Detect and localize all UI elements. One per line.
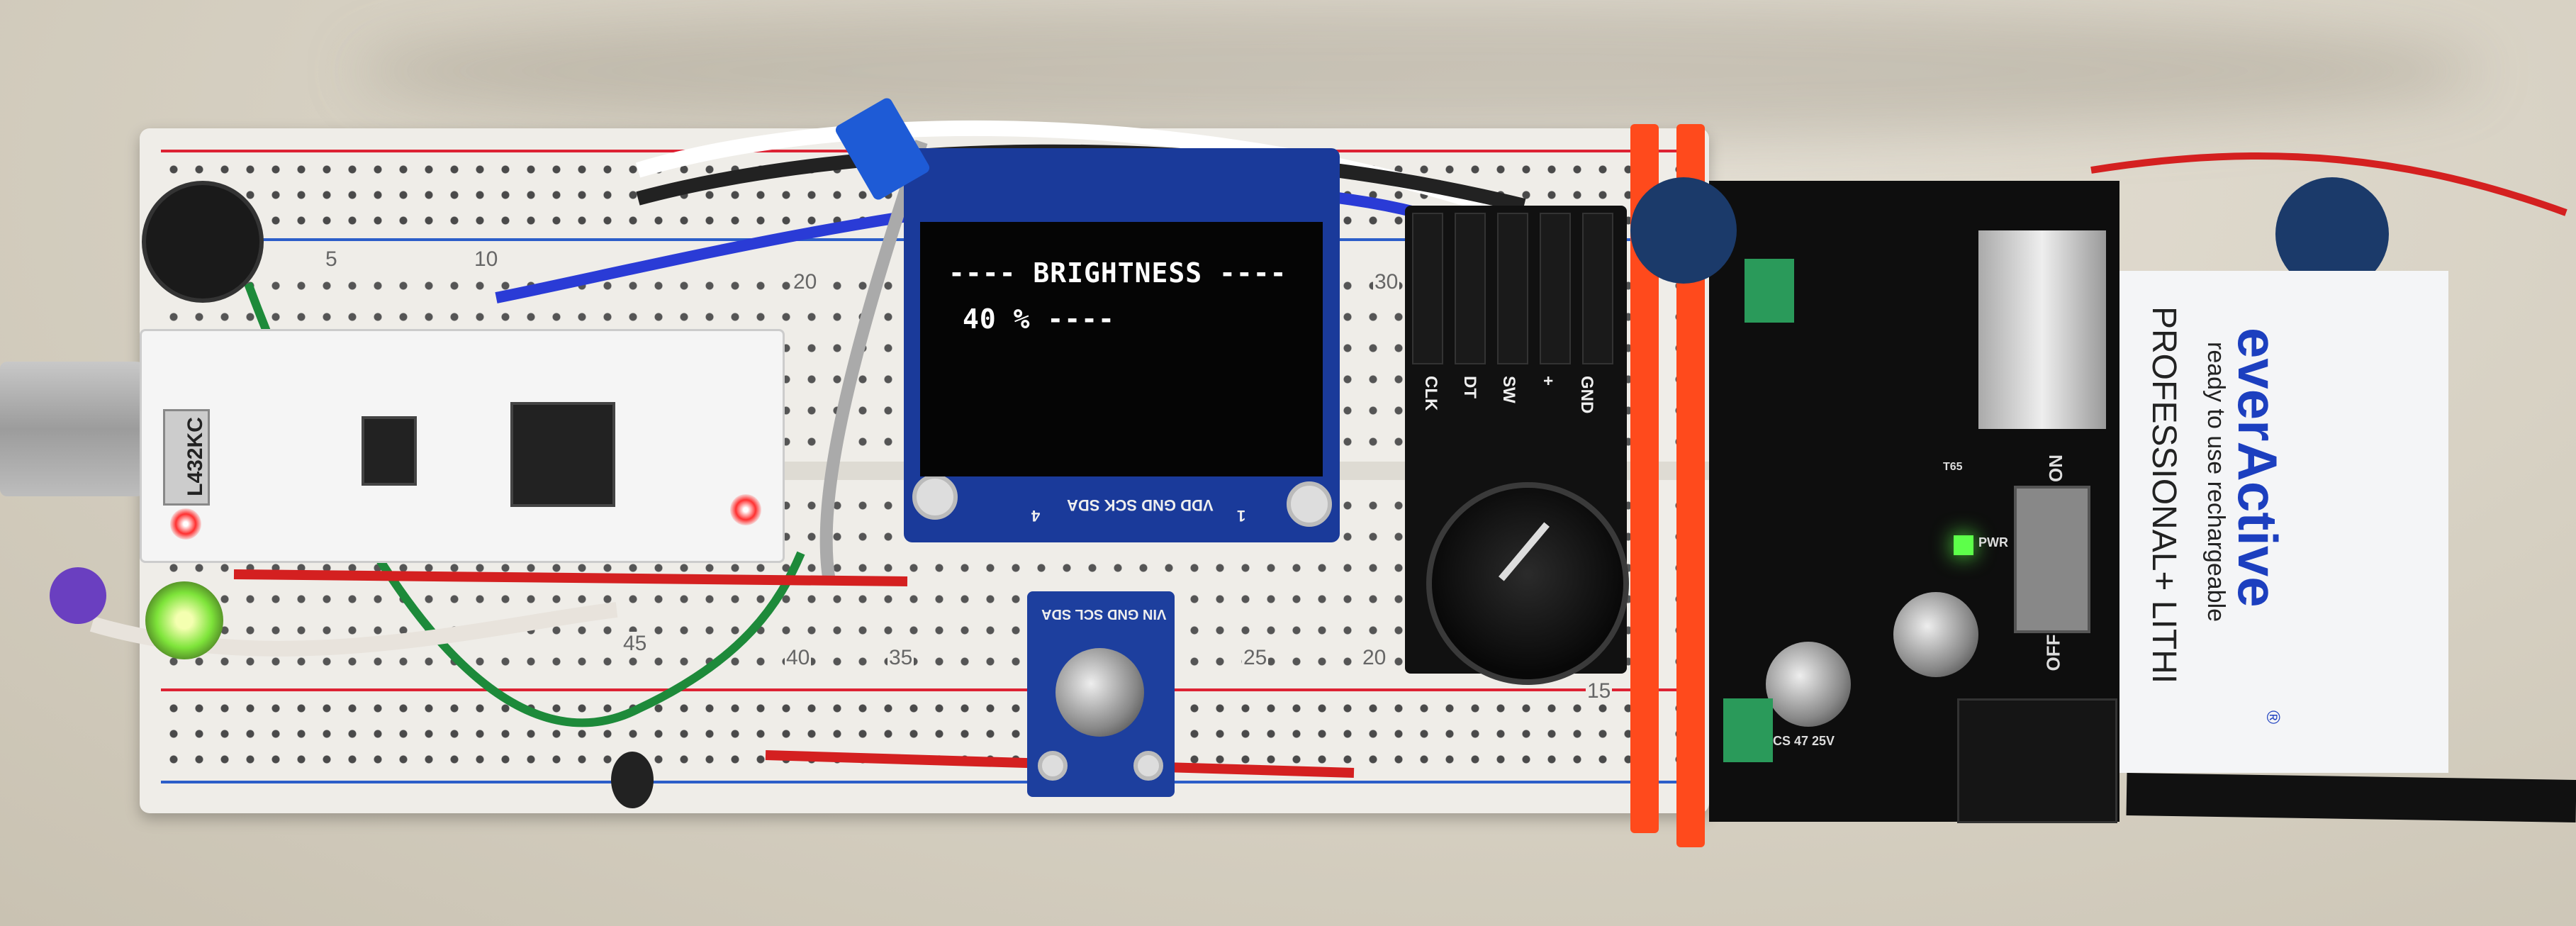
green-led (145, 581, 223, 659)
battery-brand-logo: everActive (2227, 328, 2289, 608)
column-number: 40 (785, 646, 812, 670)
oled-pin-number: 1 (1237, 507, 1246, 525)
bottom-positive-rail-line (161, 688, 1685, 691)
encoder-pin-label: + (1538, 376, 1557, 386)
on-label: ON (2045, 454, 2066, 482)
column-number: 20 (792, 270, 819, 294)
off-label: OFF (2042, 634, 2064, 671)
mounting-hole (912, 474, 958, 520)
pwr-label: PWR (1978, 535, 2008, 550)
purple-led (50, 567, 106, 624)
bottom-negative-rail-line (161, 781, 1685, 783)
rotary-encoder-module: CLK DT SW + GND (1405, 206, 1629, 685)
table-shadow (354, 0, 2481, 142)
smd-capacitor (1893, 592, 1978, 677)
dc-barrel-jack (1957, 698, 2117, 823)
sensor-pin-labels: VIN GND SCL SDA (1041, 606, 1167, 622)
header-pin (1455, 213, 1486, 364)
battery-product-name: PROFESSIONAL+ LITHI (2145, 306, 2183, 684)
microcontroller-chip (510, 402, 615, 507)
nucleo-board: L432KC (140, 329, 785, 563)
temperature-sensor-module: VIN GND SCL SDA (1027, 591, 1175, 797)
power-led (1954, 535, 1973, 555)
battery: everActive ® ready to use rechargeable P… (2119, 271, 2448, 773)
usb-a-port (1978, 230, 2106, 429)
column-number: 20 (1361, 646, 1388, 670)
usb-cable-connector (0, 362, 163, 496)
header-pin (1540, 213, 1571, 364)
mounting-hole (1133, 751, 1163, 781)
encoder-pin-label: CLK (1421, 376, 1440, 411)
ir-sensor (1055, 648, 1144, 737)
green-jumper[interactable] (1745, 259, 1794, 323)
regulator-chip (362, 416, 417, 486)
small-capacitor (611, 752, 654, 808)
header-pin (1582, 213, 1613, 364)
oled-pin-labels: VDD GND SCK SDA (1067, 496, 1214, 514)
encoder-pin-label: DT (1460, 376, 1479, 398)
encoder-pin-label: SW (1499, 376, 1518, 403)
column-number: 45 (622, 632, 649, 656)
power-switch[interactable] (2014, 486, 2090, 633)
oled-display-module: ---- BRIGHTNESS ---- 40 % ---- VDD GND S… (904, 148, 1340, 542)
capacitor-label: CS 47 25V (1773, 734, 1835, 748)
oled-value-line: 40 % ---- (963, 303, 1115, 335)
column-number: 5 (324, 247, 339, 272)
power-supply-module: ON OFF PWR T65 CS 47 25V (1709, 181, 2119, 823)
usb-port (163, 409, 210, 506)
encoder-pin-label: GND (1577, 376, 1596, 414)
column-number: 25 (1242, 646, 1269, 670)
column-number: 30 (1373, 270, 1400, 294)
oled-screen: ---- BRIGHTNESS ---- 40 % ---- (920, 222, 1323, 476)
encoder-knob[interactable] (1426, 482, 1629, 685)
board-model-label: L432KC (183, 417, 207, 496)
status-led-red (730, 494, 761, 525)
column-number: 35 (887, 646, 914, 670)
oled-pin-number: 4 (1031, 507, 1041, 525)
header-pin (1412, 213, 1443, 364)
electrolytic-capacitor (1630, 177, 1737, 284)
resistor-label: T65 (1943, 461, 1963, 473)
oled-title-line: ---- BRIGHTNESS ---- (948, 257, 1287, 289)
column-number: 15 (1586, 679, 1613, 703)
green-jumper[interactable] (1723, 698, 1773, 762)
mounting-hole (1287, 481, 1332, 527)
mounting-hole (1038, 751, 1068, 781)
header-pin (1497, 213, 1528, 364)
smd-capacitor (1766, 642, 1851, 727)
column-number: 10 (473, 247, 500, 272)
battery-tagline: ready to use rechargeable (2202, 342, 2229, 623)
status-led-red (170, 508, 201, 540)
electrolytic-capacitor (142, 181, 264, 303)
registered-mark: ® (2263, 710, 2284, 725)
knob-indicator (1499, 522, 1550, 581)
